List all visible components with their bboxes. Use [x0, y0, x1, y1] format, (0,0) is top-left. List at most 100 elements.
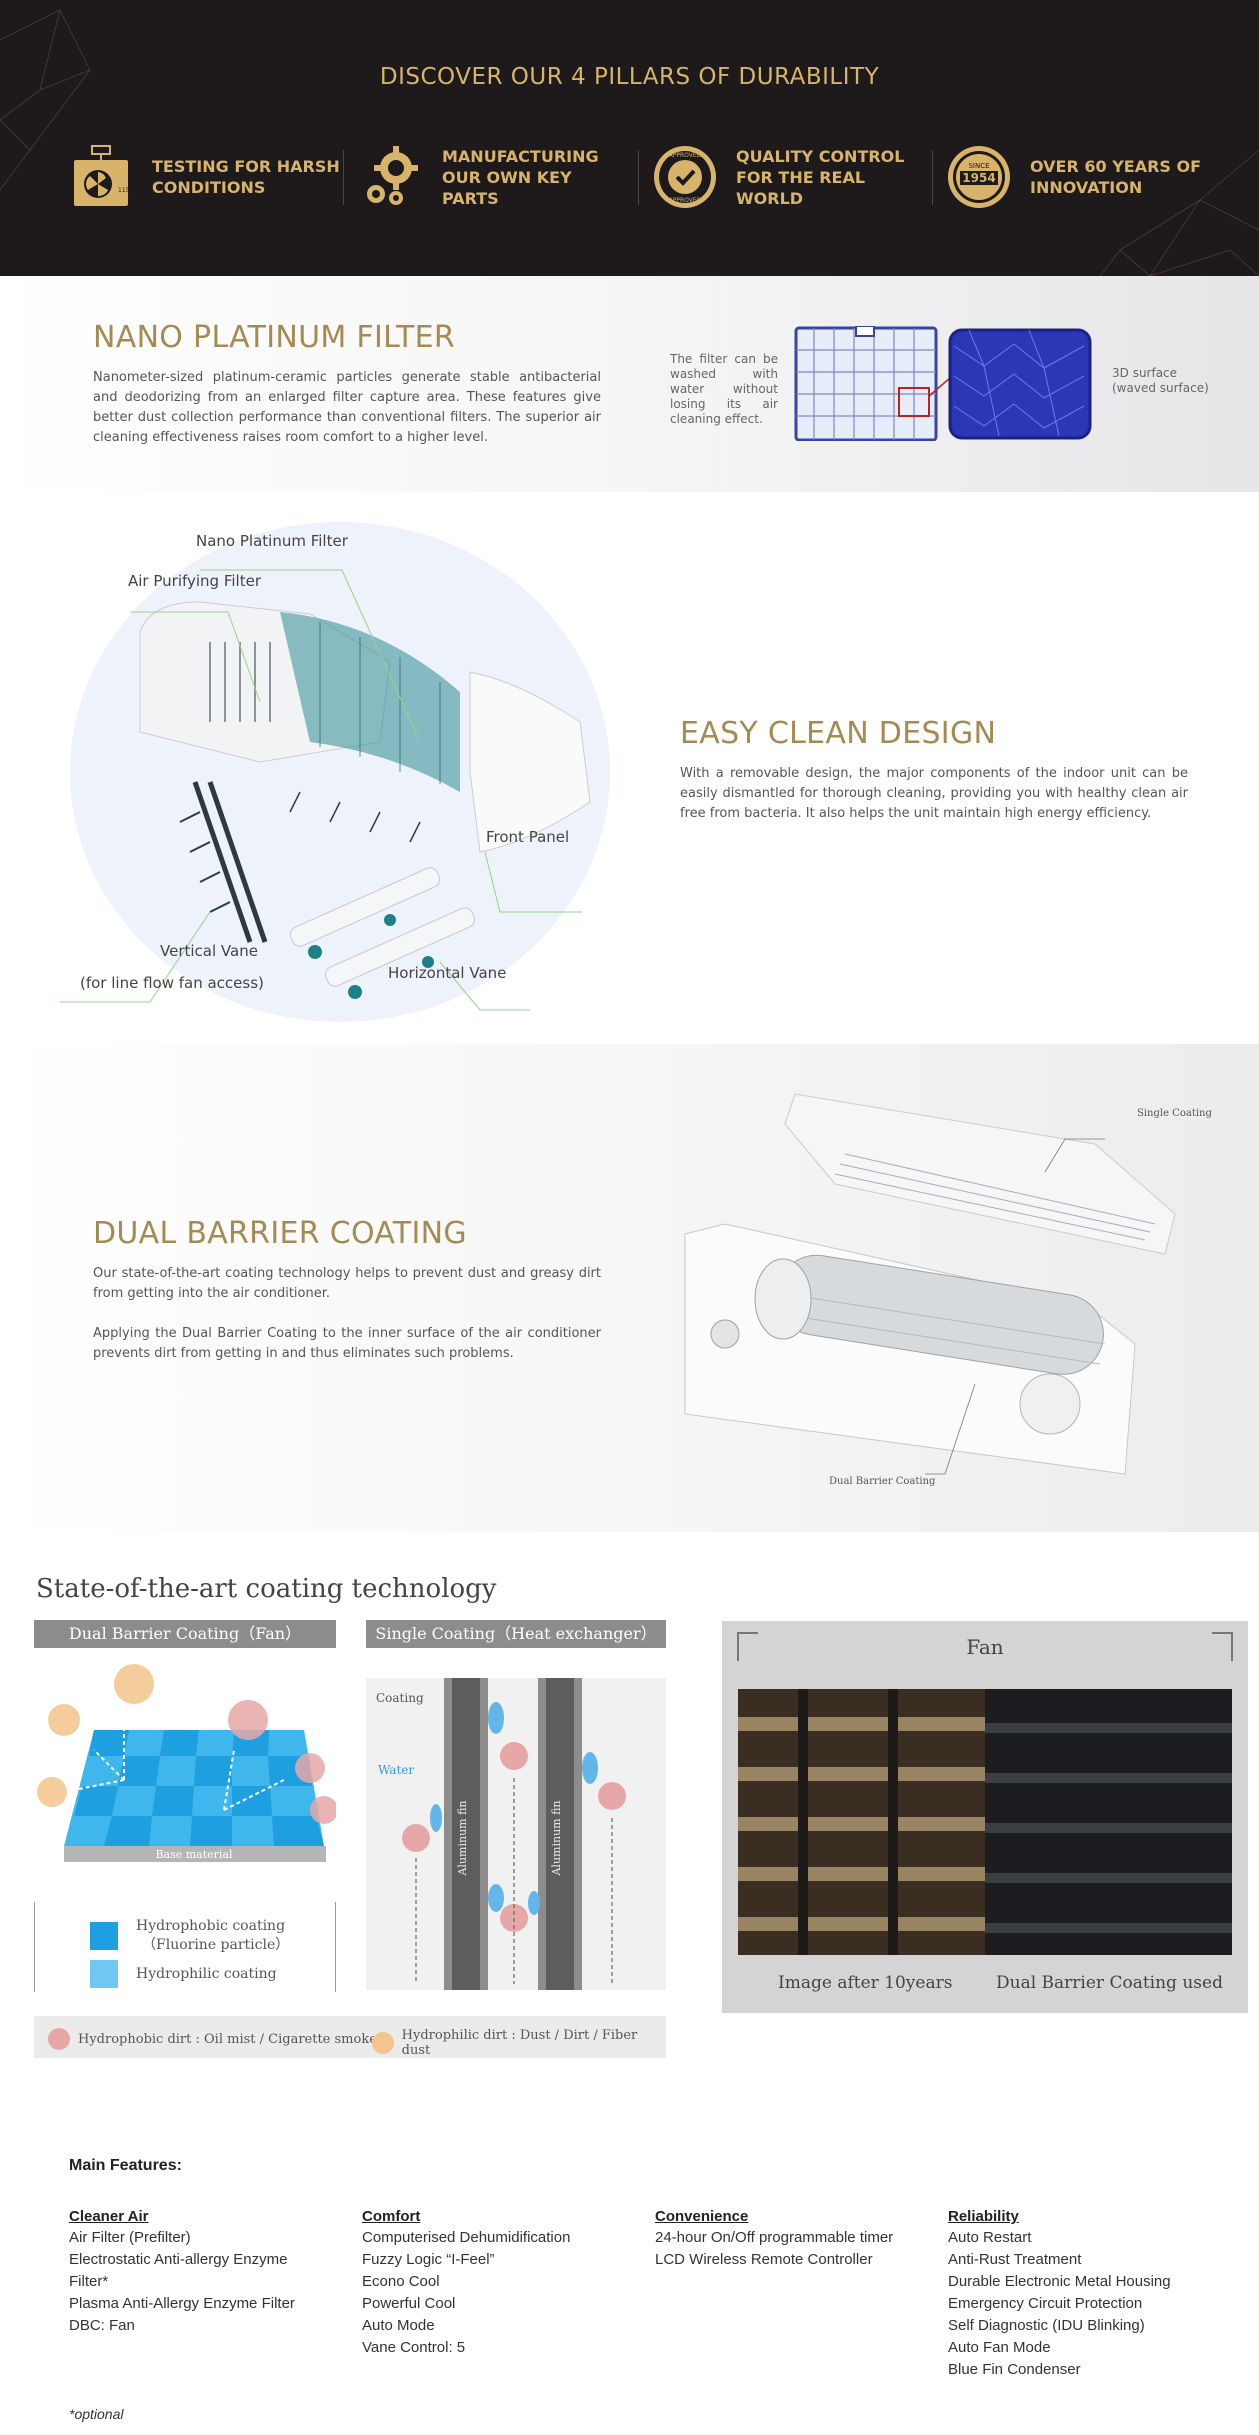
legend-label: （Fluorine particle） [142, 1937, 290, 1953]
approved-seal-icon: APPROVED APPROVED [654, 146, 716, 208]
sota-title: State-of-the-art coating technology [36, 1574, 497, 1604]
pillar-label: QUALITY CONTROL FOR THE REAL WORLD [736, 146, 905, 208]
filter-caption: The filter can be washed with water with… [670, 352, 778, 426]
feature-item: Self Diagnostic (IDU Blinking) [948, 2317, 1145, 2334]
feature-item: LCD Wireless Remote Controller [655, 2251, 873, 2268]
label-nano-filter: Nano Platinum Filter [196, 532, 348, 550]
dirt-hydrophilic: Hydrophilic dirt : Dust / Dirt / Fiber d… [372, 2028, 666, 2058]
dirt-label: Hydrophobic dirt : Oil mist / Cigarette … [78, 2031, 377, 2047]
fan-photos [738, 1689, 1232, 1955]
feature-item: Blue Fin Condenser [948, 2361, 1081, 2378]
dirt-legend: Hydrophobic dirt : Oil mist / Cigarette … [34, 2016, 666, 2058]
section-body: Nanometer-sized platinum-ceramic particl… [93, 370, 601, 445]
coating-legend [34, 1902, 336, 1992]
geometric-decoration [0, 9, 1259, 276]
pillar-testing: 115 TESTING FOR HARSH CONDITIONS [68, 142, 342, 212]
feature-item: Auto Mode [362, 2317, 435, 2334]
optional-note: *optional [69, 2406, 124, 2422]
section-title: NANO PLATINUM FILTER [93, 320, 456, 355]
easy-clean-section: Nano Platinum Filter Air Purifying Filte… [0, 492, 1259, 1044]
label-line-flow: (for line flow fan access) [80, 974, 264, 992]
section-title: DUAL BARRIER COATING [93, 1216, 467, 1251]
feature-column-heading: Convenience [655, 2208, 749, 2225]
pillars-banner: DISCOVER OUR 4 PILLARS OF DURABILITY 115… [0, 0, 1259, 276]
feature-item: Plasma Anti-Allergy Enzyme Filter [69, 2295, 295, 2312]
fin-label: Aluminum fin [550, 1800, 563, 1876]
label-vertical-vane: Vertical Vane [160, 942, 258, 960]
hydrophilic-dirt-icon [372, 2032, 394, 2054]
feature-item: DBC: Fan [69, 2317, 135, 2334]
legend-swatch [90, 1960, 118, 1988]
feature-column-convenience: Convenience 24-hour On/Off programmable t… [655, 2208, 945, 2271]
badge-text: SINCE [968, 162, 989, 170]
pillar-label: MANUFACTURING OUR OWN KEY PARTS [442, 146, 599, 208]
divider [343, 150, 344, 205]
feature-item: Fuzzy Logic “I-Feel” [362, 2251, 495, 2268]
fan-test-icon: 115 [74, 145, 130, 206]
feature-item: Auto Restart [948, 2229, 1032, 2246]
fan-comparison-panel: Fan Image after 10years Dual Barrier Coa… [722, 1621, 1248, 2013]
section-body: With a removable design, the major compo… [680, 766, 1188, 821]
badge-text: APPROVED [669, 152, 702, 159]
hero-title: DISCOVER OUR 4 PILLARS OF DURABILITY [379, 64, 880, 90]
pillar-innovation: SINCE 1954 OVER 60 YEARS OF INNOVATION [946, 142, 1220, 212]
since-1954-icon: SINCE 1954 [948, 146, 1010, 208]
feature-item: Anti-Rust Treatment [948, 2251, 1082, 2268]
nano-platinum-section: NANO PLATINUM FILTER Nanometer-sized pla… [0, 276, 1259, 492]
gears-icon [367, 146, 418, 205]
section-title: EASY CLEAN DESIGN [680, 716, 997, 751]
fan-title: Fan [966, 1635, 1004, 1659]
dual-barrier-section: DUAL BARRIER COATING Our state-of-the-ar… [0, 1044, 1259, 1532]
feature-item: Durable Electronic Metal Housing [948, 2273, 1171, 2290]
feature-item: Computerised Dehumidification [362, 2229, 571, 2246]
feature-column-heading: Reliability [948, 2208, 1019, 2225]
divider [638, 150, 639, 205]
coating-technology-section: State-of-the-art coating technology Dual… [0, 1532, 1259, 2072]
legend-label: Hydrophilic coating [136, 1966, 277, 1982]
exploded-unit-illustration [60, 522, 610, 1022]
feature-item: Air Filter (Prefilter) [69, 2229, 191, 2246]
single-coating-diagram: Aluminum fin Aluminum fin Coating Water [366, 1678, 666, 1990]
feature-column-heading: Comfort [362, 2208, 421, 2225]
feature-item: Emergency Circuit Protection [948, 2295, 1143, 2312]
section-body: Our state-of-the-art coating technology … [93, 1266, 601, 1301]
section-body: Applying the Dual Barrier Coating to the… [93, 1326, 601, 1361]
dual-coating-diagram: Base material [37, 1664, 336, 1862]
feature-item: Econo Cool [362, 2273, 440, 2290]
feature-column-heading: Cleaner Air [69, 2208, 149, 2225]
pillar-label: TESTING FOR HARSH CONDITIONS [152, 157, 340, 197]
legend-hydrophobic: Hydrophobic coating （Fluorine particle） [90, 1918, 289, 1954]
water-label: Water [378, 1763, 414, 1777]
label-horizontal-vane: Horizontal Vane [388, 964, 507, 982]
coating-label: Coating [376, 1691, 424, 1705]
badge-text: APPROVED [669, 197, 702, 204]
dirt-label: Hydrophilic dirt : Dust / Dirt / Fiber d… [401, 2028, 638, 2058]
feature-item: Auto Fan Mode [948, 2339, 1051, 2356]
feature-item: 24-hour On/Off programmable timer [655, 2229, 894, 2246]
feature-item: Filter* [69, 2273, 109, 2290]
badge-year: 1954 [962, 171, 995, 185]
label-dual-barrier: Dual Barrier Coating [829, 1476, 936, 1487]
label-front-panel: Front Panel [486, 828, 570, 846]
pillar-manufacturing: MANUFACTURING OUR OWN KEY PARTS [358, 142, 632, 212]
legend-label: Hydrophobic coating [136, 1918, 286, 1934]
label-air-filter: Air Purifying Filter [128, 572, 261, 590]
fan-frame-decor [737, 1632, 1233, 1661]
legend-swatch [90, 1922, 118, 1950]
bar-dual-fan: Dual Barrier Coating（Fan） [34, 1620, 336, 1648]
label-single-coating: Single Coating [1137, 1108, 1212, 1119]
dirt-hydrophobic: Hydrophobic dirt : Oil mist / Cigarette … [48, 2028, 377, 2050]
feature-item: Powerful Cool [362, 2295, 456, 2312]
hydrophobic-dirt-icon [48, 2028, 70, 2050]
bar-single-heat-exchanger: Single Coating（Heat exchanger） [366, 1620, 666, 1648]
pillar-label: OVER 60 YEARS OF INNOVATION [1030, 157, 1202, 197]
coating-unit-illustration [684, 1093, 1176, 1475]
pillar-quality: APPROVED APPROVED QUALITY CONTROL FOR TH… [652, 142, 926, 212]
fan-caption-left: Image after 10years [778, 1973, 953, 1993]
filter-image [794, 326, 1092, 441]
feature-item: Vane Control: 5 [362, 2339, 466, 2356]
